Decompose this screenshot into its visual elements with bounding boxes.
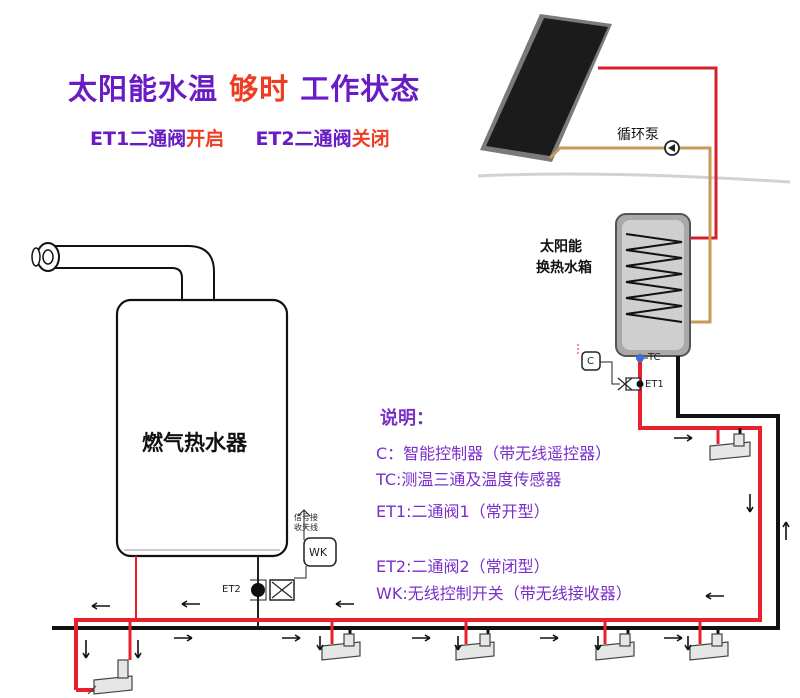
tank-label-line2: 换热水箱 bbox=[536, 260, 592, 276]
legend-item-et2: ET2:二通阀2（常闭型） bbox=[376, 557, 550, 576]
et1-status-prefix: ET1二通阀 bbox=[90, 128, 187, 150]
smart-controller-c bbox=[577, 344, 620, 385]
antenna-label-line1: 信号接 bbox=[294, 513, 318, 522]
et2-label: ET2 bbox=[222, 584, 241, 595]
controller-c-label: C bbox=[587, 356, 594, 367]
wk-wireless-switch bbox=[294, 509, 337, 579]
et1-status-state: 开启 bbox=[186, 128, 225, 150]
title-part-1: 太阳能水温 bbox=[68, 72, 219, 106]
pump-label: 循环泵 bbox=[617, 127, 659, 143]
title-part-2: 够时 bbox=[229, 72, 290, 106]
et1-label: ET1 bbox=[645, 379, 664, 390]
legend-item-c: C：智能控制器（带无线遥控器） bbox=[376, 444, 612, 463]
solar-panel bbox=[480, 14, 612, 162]
cold-water-main-pipe bbox=[52, 356, 780, 630]
wk-label: WK bbox=[309, 546, 328, 559]
et1-valve bbox=[617, 377, 644, 391]
gas-water-heater bbox=[31, 242, 289, 558]
tank-label-line1: 太阳能 bbox=[540, 239, 582, 255]
valve-status: ET1二通阀开启 ET2二通阀关闭 bbox=[90, 124, 390, 151]
et2-status-state: 关闭 bbox=[351, 128, 390, 150]
roof-line bbox=[477, 172, 791, 184]
legend-item-et1: ET1:二通阀1（常开型） bbox=[376, 502, 550, 521]
legend-item-tc: TC:测温三通及温度传感器 bbox=[376, 470, 562, 489]
gas-heater-label: 燃气热水器 bbox=[142, 431, 247, 455]
faucet-icon bbox=[87, 433, 751, 695]
legend-item-wk: WK:无线控制开关（带无线接收器） bbox=[376, 584, 632, 603]
solar-loop-return-pipe bbox=[548, 146, 712, 324]
et2-valve bbox=[250, 579, 295, 601]
title-part-3: 工作状态 bbox=[300, 72, 421, 106]
page-title: 太阳能水温 够时 工作状态 bbox=[68, 66, 420, 108]
antenna-label-line2: 收天线 bbox=[294, 523, 318, 532]
legend-heading: 说明： bbox=[380, 408, 434, 429]
tc-label: TC bbox=[648, 352, 661, 363]
hot-water-main-pipe bbox=[74, 356, 762, 690]
tc-sensor bbox=[636, 354, 648, 362]
solar-heat-exchange-tank bbox=[615, 213, 691, 357]
flow-arrows bbox=[82, 434, 790, 659]
solar-loop-supply-pipe bbox=[598, 66, 718, 240]
circulation-pump-icon bbox=[664, 140, 680, 156]
et2-status-prefix: ET2二通阀 bbox=[255, 128, 352, 150]
